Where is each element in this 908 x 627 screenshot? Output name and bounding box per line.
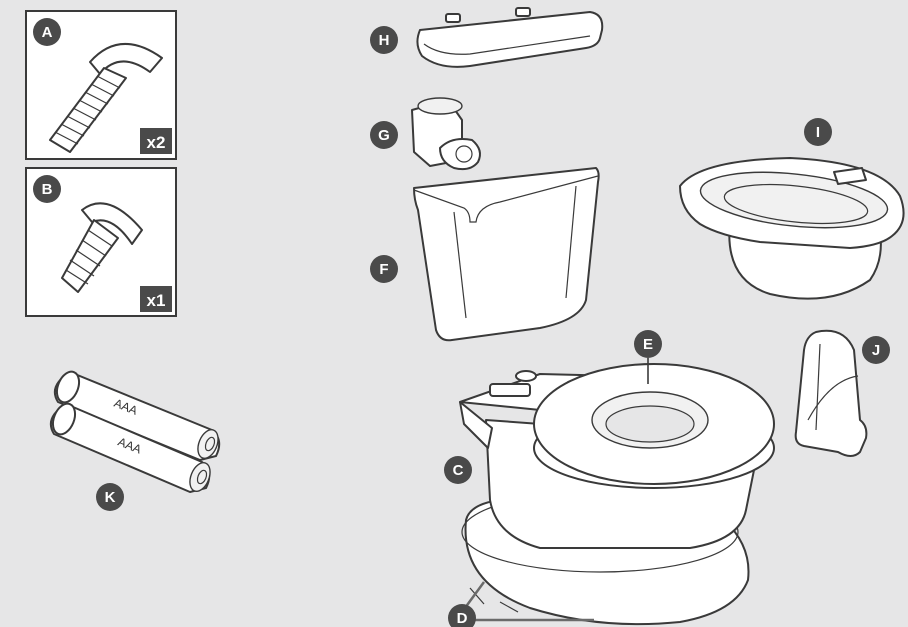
callout-i: I	[816, 124, 820, 141]
qty-label-a: x2	[147, 133, 166, 152]
callout-f: F	[379, 261, 388, 278]
flush-handle-icon: G	[370, 98, 480, 169]
callout-b: B	[42, 181, 53, 198]
callout-h: H	[379, 32, 390, 49]
callout-j: J	[872, 342, 880, 359]
removable-bowl-icon: I	[680, 118, 904, 299]
callout-k: K	[105, 489, 116, 506]
callout-a: A	[42, 24, 53, 41]
hardware-box-b: x1 B	[26, 168, 176, 316]
hardware-box-a: x2 A	[26, 11, 176, 159]
callout-g: G	[378, 127, 390, 144]
tank-icon: F	[370, 168, 599, 340]
splash-guard-icon: J	[796, 331, 890, 456]
callout-e: E	[643, 336, 653, 353]
tank-lid-icon: H	[370, 8, 602, 67]
qty-label-b: x1	[147, 291, 166, 310]
potty-seat-icon: E	[534, 330, 774, 488]
batteries-group: AAA AAA K	[49, 368, 222, 511]
callout-d: D	[457, 610, 468, 627]
callout-c: C	[453, 462, 464, 479]
